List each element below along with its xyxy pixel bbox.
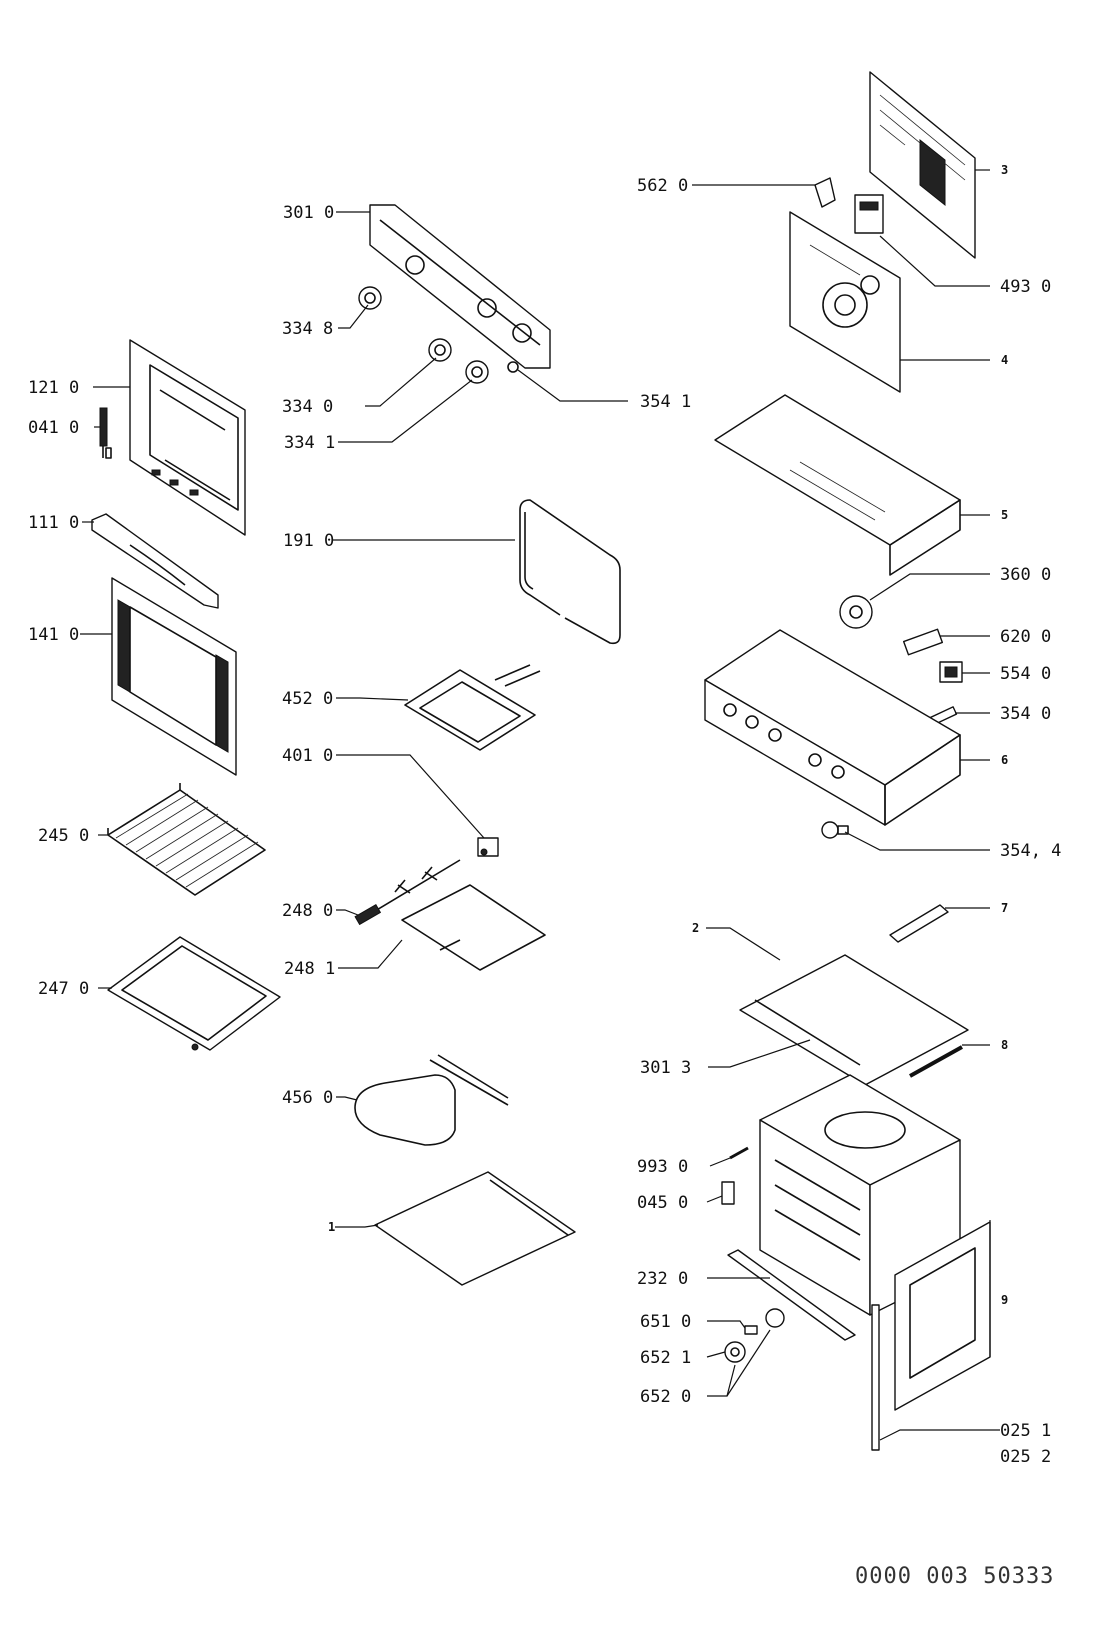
part-selector-switch [902, 628, 944, 656]
callout-7: 7 [1001, 901, 1008, 915]
part-side-strip [909, 1045, 963, 1078]
drawing-reference-number: 0000 003 50333 [855, 1564, 1054, 1589]
callout-652-1: 652 1 [640, 1348, 691, 1368]
callout-4: 4 [1001, 353, 1008, 367]
callout-2: 2 [692, 921, 699, 935]
part-baking-tray [107, 936, 281, 1051]
callout-651-0: 651 0 [640, 1312, 691, 1332]
callout-121-0: 121 0 [28, 378, 79, 398]
part-control-panel [369, 204, 551, 369]
callout-562-0: 562 0 [637, 176, 688, 196]
callout-248-0: 248 0 [282, 901, 333, 921]
callout-554-0: 554 0 [1000, 664, 1051, 684]
callout-452-0: 452 0 [282, 689, 333, 709]
part-wire-rack [107, 783, 266, 896]
callout-245-0: 245 0 [38, 826, 89, 846]
callout-620-0: 620 0 [1000, 627, 1051, 647]
callout-6: 6 [1001, 753, 1008, 767]
part-knob-3348 [358, 286, 382, 310]
part-handle-trim [91, 513, 219, 609]
callout-301-3: 301 3 [640, 1058, 691, 1078]
part-oven-lamp [821, 821, 849, 839]
callout-401-0: 401 0 [282, 746, 333, 766]
callout-334-8: 334 8 [282, 319, 333, 339]
callout-labels: 301 0 334 8 334 0 334 1 354 1 121 0 041 … [28, 163, 1061, 1467]
part-spindle [744, 1325, 758, 1335]
part-rotisserie-spit [354, 859, 461, 926]
callout-025-1: 025 1 [1000, 1421, 1051, 1441]
callout-301-0: 301 0 [283, 203, 334, 223]
callout-1: 1 [328, 1220, 335, 1234]
callout-191-0: 191 0 [283, 531, 334, 551]
callout-041-0: 041 0 [28, 418, 79, 438]
part-knob-6521 [724, 1341, 746, 1363]
callout-354-4: 354, 4 [1000, 841, 1061, 861]
callout-354-1: 354 1 [640, 392, 691, 412]
callout-111-0: 111 0 [28, 513, 79, 533]
callout-045-0: 045 0 [637, 1193, 688, 1213]
part-oven-cavity [759, 1074, 961, 1316]
part-switch-module [854, 194, 884, 234]
part-fan-cover [789, 211, 901, 393]
part-back-panel [869, 71, 976, 259]
part-control-housing [704, 629, 961, 826]
part-cavity-top-panel [739, 954, 969, 1086]
callout-334-0: 334 0 [282, 397, 333, 417]
part-knob-6520 [765, 1308, 785, 1328]
callout-025-2: 025 2 [1000, 1447, 1051, 1467]
part-door-rail [871, 1304, 880, 1451]
part-fan-bracket [814, 177, 836, 208]
callout-652-0: 652 0 [640, 1387, 691, 1407]
part-top-cover [714, 394, 961, 576]
callout-334-1: 334 1 [284, 433, 335, 453]
part-lamp-3541 [507, 361, 519, 373]
callout-493-0: 493 0 [1000, 277, 1051, 297]
part-door-frame [129, 339, 246, 536]
part-bottom-trim [727, 1249, 856, 1341]
part-clip [721, 1181, 735, 1205]
part-thermostat [477, 837, 499, 857]
callout-8: 8 [1001, 1038, 1008, 1052]
part-door-gasket [519, 499, 621, 645]
callout-360-0: 360 0 [1000, 565, 1051, 585]
part-knob-3341 [465, 360, 489, 384]
callout-232-0: 232 0 [637, 1269, 688, 1289]
part-knob-3340 [428, 338, 452, 362]
part-screw [729, 1146, 749, 1160]
part-rocker-switch [939, 661, 963, 683]
callout-141-0: 141 0 [28, 625, 79, 645]
callout-3: 3 [1001, 163, 1008, 177]
part-fan-motor [839, 595, 873, 629]
part-outer-glass [111, 577, 237, 776]
part-hinge [99, 407, 112, 459]
callout-9: 9 [1001, 1293, 1008, 1307]
callout-248-1: 248 1 [284, 959, 335, 979]
callout-354-0: 354 0 [1000, 704, 1051, 724]
callout-5: 5 [1001, 508, 1008, 522]
part-floor-panel [374, 1171, 576, 1286]
callout-993-0: 993 0 [637, 1157, 688, 1177]
part-grill-element [404, 664, 541, 751]
part-top-bracket [889, 904, 949, 943]
part-lower-element [354, 1054, 509, 1146]
callout-247-0: 247 0 [38, 979, 89, 999]
callout-456-0: 456 0 [282, 1088, 333, 1108]
leader-lines [80, 169, 1000, 1441]
part-rotisserie-frame [401, 884, 546, 971]
